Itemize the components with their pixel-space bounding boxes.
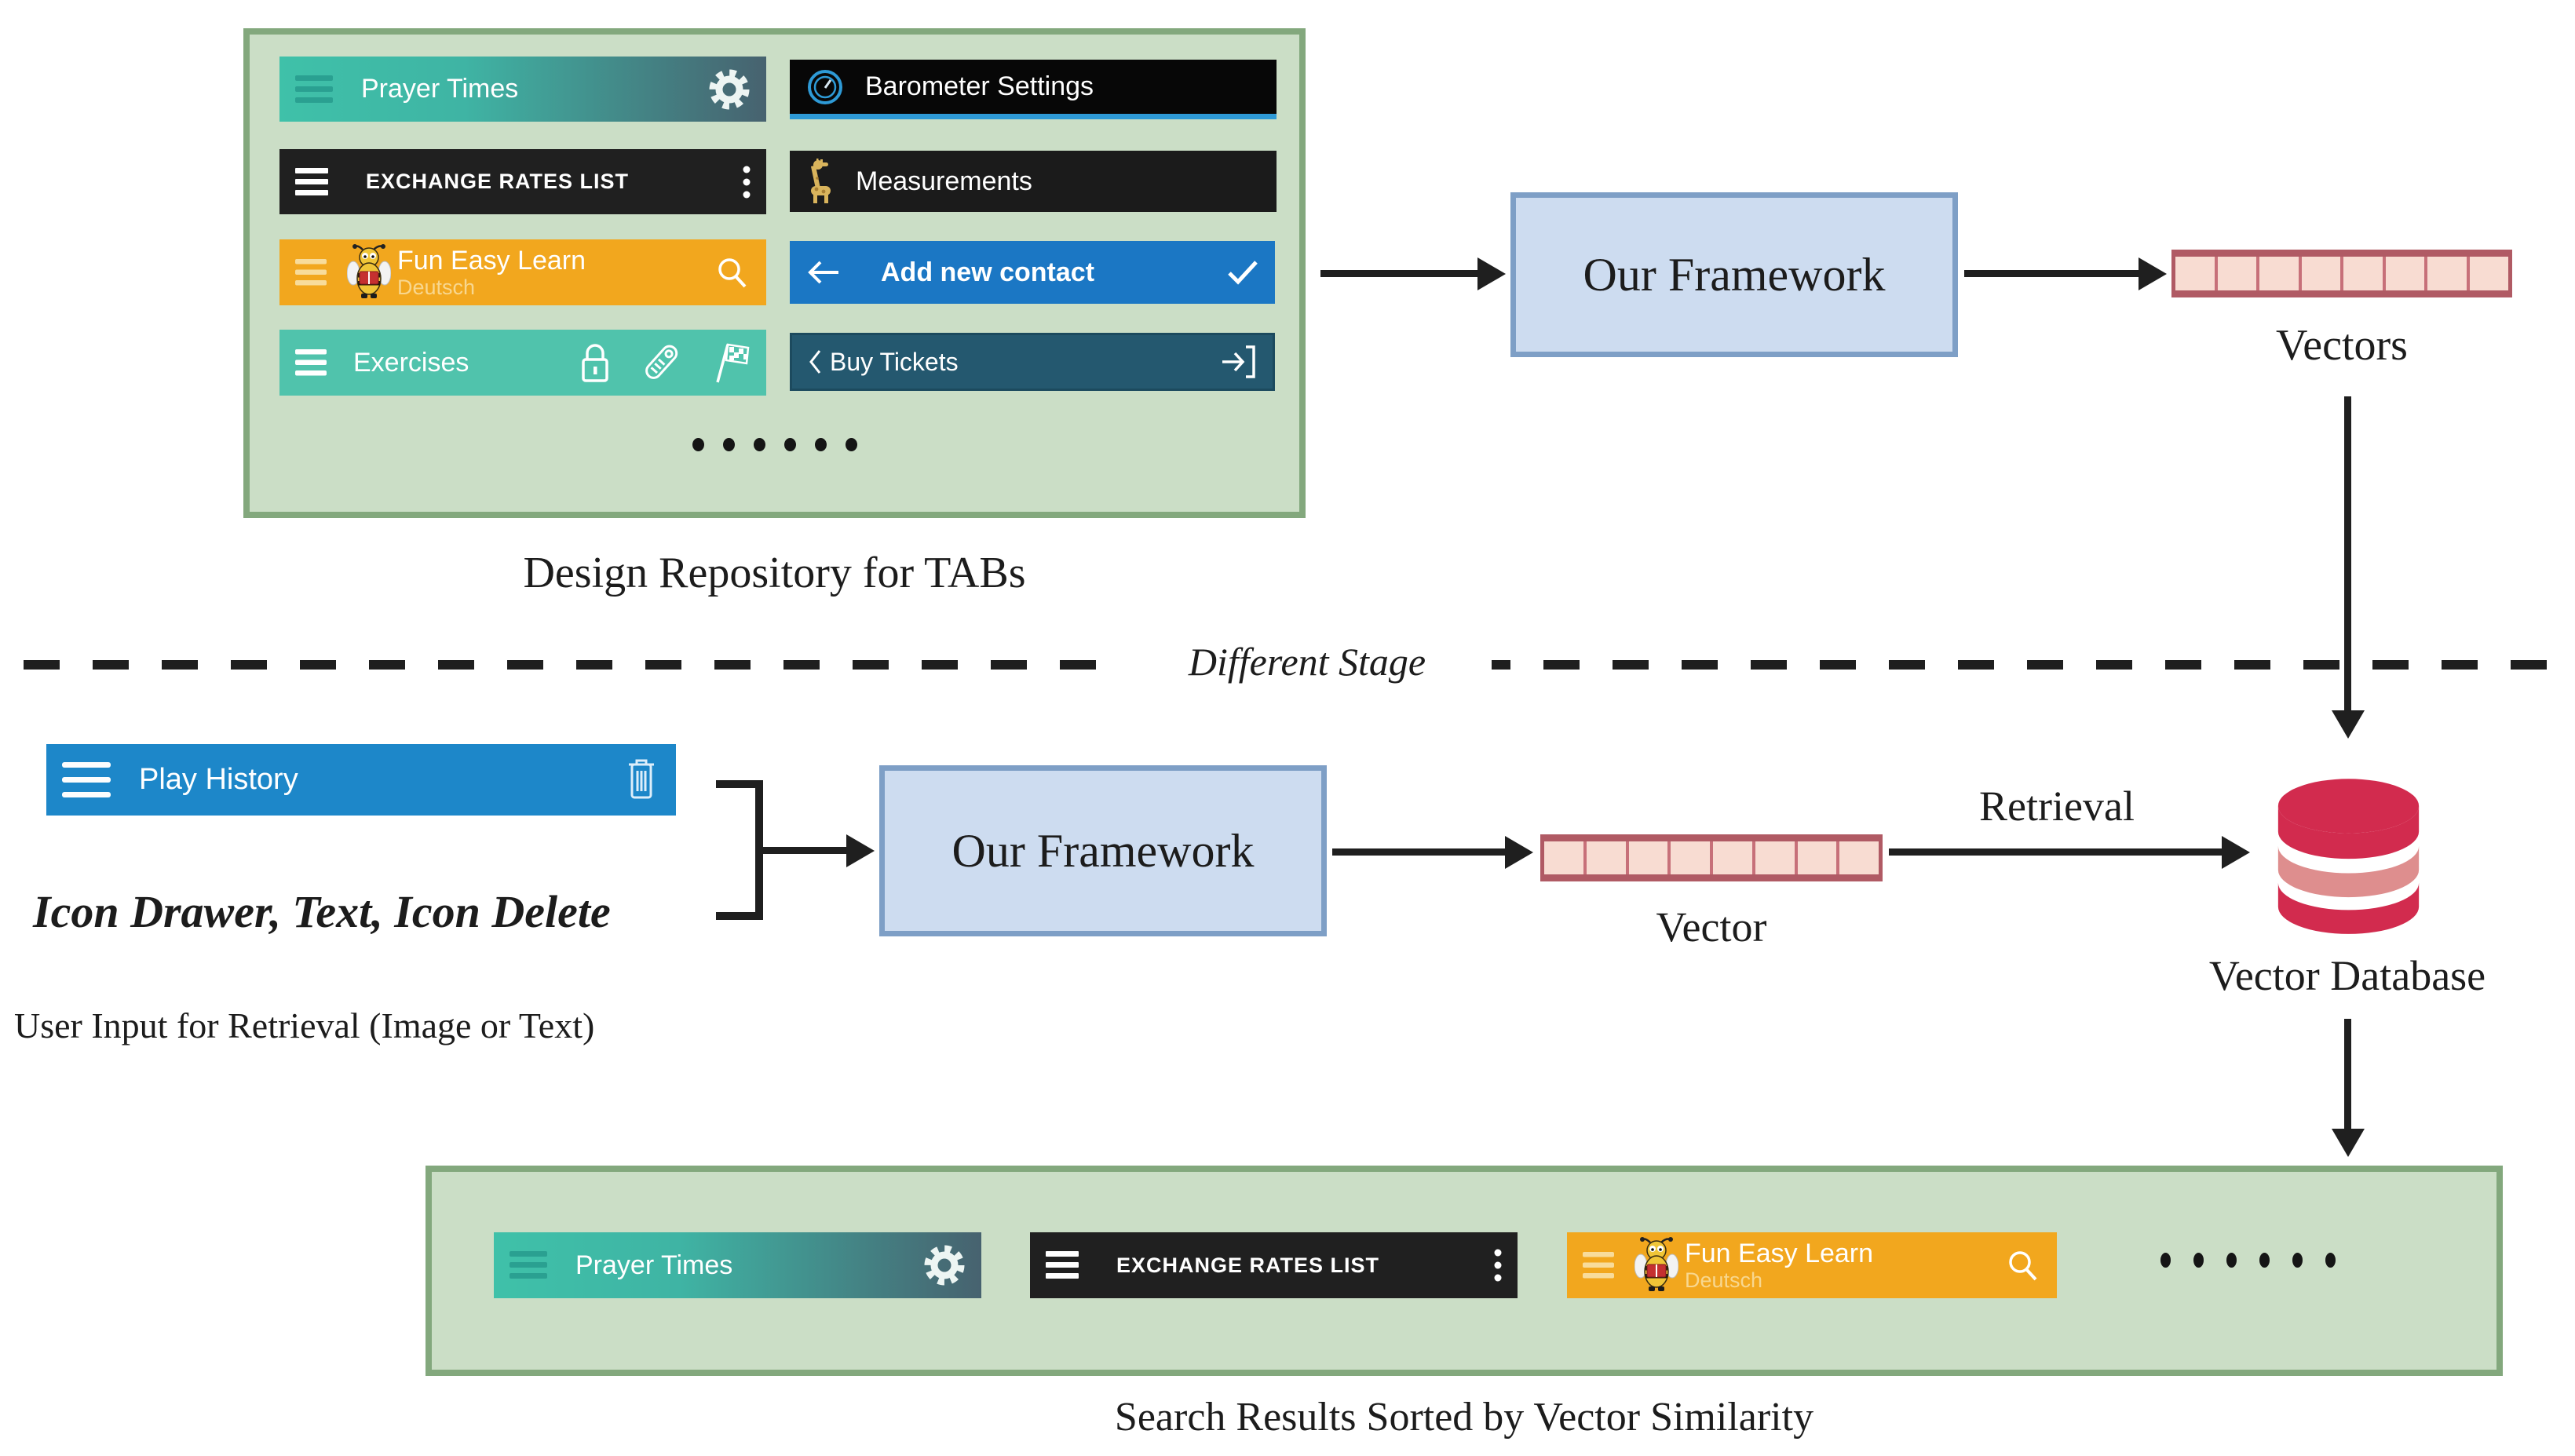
giraffe-icon [810, 159, 831, 203]
search-icon [718, 258, 747, 288]
appbar-title: Prayer Times [361, 74, 519, 104]
design-repository-panel: Prayer Times Barometer Settings EXCHANGE… [243, 28, 1306, 518]
hamburger-menu-icon [295, 259, 327, 286]
appbar-title: Fun Easy Learn [1685, 1238, 1874, 1268]
appbar-measurements: Measurements [790, 151, 1277, 212]
appbar-play-history: Play History [46, 744, 676, 816]
ellipsis-dots [250, 438, 1299, 451]
check-icon [1228, 261, 1258, 285]
hamburger-menu-icon [62, 761, 111, 797]
arrow-repository-to-framework [1320, 270, 1477, 277]
arrow-framework-to-vector [1332, 848, 1505, 856]
appbar-title: Exercises [353, 347, 469, 378]
appbar-subtitle: Deutsch [397, 275, 476, 299]
result-appbar-prayer-times: Prayer Times [494, 1232, 981, 1298]
appbar-title: Prayer Times [575, 1250, 733, 1280]
appbar-title: EXCHANGE RATES LIST [366, 170, 630, 193]
hamburger-menu-icon [295, 349, 327, 376]
trash-icon [629, 759, 654, 798]
search-results-panel: Prayer Times EXCHANGE RATES LIST Fun Eas… [426, 1166, 2503, 1376]
framework-box-indexing: Our Framework [1510, 192, 1958, 357]
barometer-gauge-icon [808, 69, 842, 104]
appbar-title: Buy Tickets [830, 347, 959, 376]
vector-database-icon [2277, 779, 2420, 934]
vectors-strip [2171, 250, 2512, 297]
retrieval-label: Retrieval [1979, 783, 2135, 830]
result-appbar-exchange-rates: EXCHANGE RATES LIST [1030, 1232, 1518, 1298]
ellipsis-dots [2160, 1253, 2336, 1268]
vector-strip [1540, 834, 1883, 881]
checkered-flag-icon [716, 343, 750, 383]
appbar-add-new-contact: Add new contact [790, 241, 1275, 304]
hamburger-menu-icon [510, 1251, 547, 1279]
tape-measure-icon [645, 345, 678, 379]
arrow-framework-to-vectors [1964, 270, 2139, 277]
overflow-menu-icon [743, 166, 751, 198]
appbar-prayer-times: Prayer Times [279, 57, 766, 122]
appbar-barometer-settings: Barometer Settings [790, 60, 1277, 119]
appbar-title: Play History [139, 763, 298, 796]
appbar-subtitle: Deutsch [1685, 1268, 1763, 1292]
appbar-buy-tickets: Buy Tickets [790, 333, 1275, 391]
appbar-title: Fun Easy Learn [397, 245, 586, 276]
appbar-exercises: Exercises [279, 330, 766, 396]
hamburger-menu-icon [1583, 1252, 1614, 1279]
framework-label: Our Framework [951, 824, 1255, 877]
gear-icon [924, 1245, 965, 1286]
appbar-fun-easy-learn: Fun Easy Learn Deutsch [279, 239, 766, 305]
stage-divider-label: Different Stage [1123, 633, 1492, 691]
search-icon [2009, 1251, 2037, 1281]
result-appbar-fun-easy-learn: Fun Easy Learn Deutsch [1567, 1232, 2057, 1298]
arrow-retrieval-to-database [1889, 848, 2222, 856]
overflow-menu-icon [1494, 1249, 1502, 1282]
arrow-input-to-framework [763, 847, 846, 854]
vectors-label: Vectors [2276, 321, 2408, 370]
bee-mascot-icon [1634, 1237, 1678, 1291]
framework-box-retrieval: Our Framework [879, 765, 1327, 936]
hamburger-menu-icon [295, 167, 328, 195]
lock-icon [582, 344, 608, 382]
appbar-title: Barometer Settings [865, 71, 1094, 101]
results-caption: Search Results Sorted by Vector Similari… [1114, 1395, 1814, 1440]
bee-mascot-icon [347, 244, 391, 298]
back-arrow-icon [808, 261, 838, 284]
appbar-title: Measurements [856, 166, 1032, 196]
vector-label: Vector [1656, 903, 1767, 951]
exit-arrow-icon [1222, 345, 1255, 378]
vector-database-label: Vector Database [2208, 952, 2486, 999]
user-input-caption: User Input for Retrieval (Image or Text) [14, 1005, 595, 1045]
hamburger-menu-icon [295, 75, 333, 103]
framework-label: Our Framework [1583, 248, 1886, 301]
appbar-title: Add new contact [881, 257, 1095, 287]
gear-icon [709, 69, 750, 109]
appbar-exchange-rates: EXCHANGE RATES LIST [279, 149, 766, 214]
appbar-title: EXCHANGE RATES LIST [1116, 1253, 1380, 1277]
repository-caption: Design Repository for TABs [523, 549, 1026, 597]
query-text: Icon Drawer, Text, Icon Delete [33, 886, 611, 937]
arrow-database-to-results [2344, 1019, 2351, 1129]
hamburger-menu-icon [1046, 1251, 1079, 1279]
chevron-left-icon [809, 350, 821, 374]
arrow-vectors-to-database [2344, 396, 2351, 710]
input-grouping-bracket [716, 780, 763, 920]
